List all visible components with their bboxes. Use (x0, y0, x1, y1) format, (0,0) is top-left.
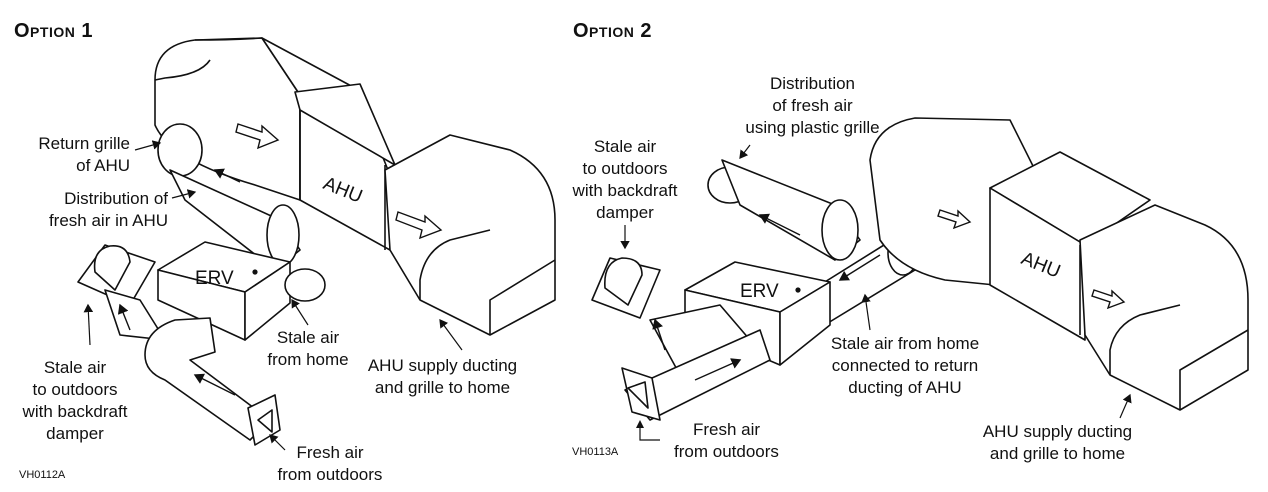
option1-damper-hood (77, 244, 166, 341)
callout-line: from home (267, 350, 349, 369)
option1-ahu-airflow-arrow (235, 123, 280, 150)
option1-ahu-airflow-arrow (395, 211, 443, 240)
callout-line: Return grille (38, 134, 130, 153)
option1-erv-box (157, 241, 326, 341)
option2-grille-duct (707, 159, 861, 261)
option1-leader-stale-outdoors (83, 303, 94, 346)
callout-line: of AHU (76, 156, 130, 175)
callout-line: Stale air (593, 137, 657, 156)
option2-flow-arrow (694, 358, 742, 381)
option2-heading: Option 2 (573, 20, 653, 42)
callout-line: to outdoors (32, 380, 118, 399)
option1-callout-supply: AHU supply ducting and grille to home (350, 355, 535, 399)
option2-callout-supply: AHU supply ducting and grille to home (965, 421, 1150, 465)
option2-leader-distribution (739, 144, 751, 159)
callout-line: with backdraft (22, 402, 128, 421)
option2-callout-stale-home: Stale air from home connected to return … (815, 333, 995, 399)
callout-line: of fresh air (772, 96, 853, 115)
option1-callout-fresh-air: Fresh air from outdoors (265, 442, 395, 486)
option1-erv-label: ERV (195, 268, 234, 289)
option2-erv-label: ERV (740, 281, 779, 302)
option1-callout-return-grille: Return grille of AHU (30, 133, 130, 177)
callout-line: AHU supply ducting (367, 356, 518, 375)
option2-flow-arrow (652, 318, 666, 351)
option1-return-grille-duct (157, 123, 301, 271)
option2-ahu-airflow-arrow (937, 209, 972, 230)
option2-callout-fresh-air: Fresh air from outdoors (664, 419, 789, 463)
callout-line: and grille to home (374, 378, 511, 397)
option2-damper-hood (591, 257, 661, 319)
option1-figure-code: VH0112A (19, 469, 66, 481)
callout-line: fresh air in AHU (48, 211, 168, 230)
callout-line: Stale air from home (830, 334, 980, 353)
option1-ahu-supply-duct (384, 134, 556, 336)
callout-line: and grille to home (989, 444, 1126, 463)
callout-line: Fresh air (296, 443, 364, 462)
option2-fresh-air-duct (621, 304, 771, 421)
option1-leader-return-grille (134, 140, 162, 151)
callout-line: using plastic grille (745, 118, 880, 137)
option1-callout-stale-home: Stale air from home (253, 327, 363, 371)
option2-callout-distribution: Distribution of fresh air using plastic … (735, 73, 890, 139)
option1-fresh-air-duct (144, 317, 281, 446)
option2-figure-code: VH0113A (572, 446, 619, 458)
callout-line: damper (596, 203, 654, 222)
option2-callout-stale-outdoors: Stale air to outdoors with backdraft dam… (565, 136, 685, 224)
callout-line: Fresh air (692, 420, 761, 439)
callout-line: connected to return (831, 356, 979, 375)
option2-leader-fresh-air (639, 425, 660, 441)
option1-flow-arrow (193, 373, 236, 396)
option2-flow-arrow (758, 213, 801, 236)
callout-line: ducting of AHU (848, 378, 962, 397)
option2-ahu-airflow-arrow (1091, 289, 1126, 310)
option1-heading: Option 1 (14, 20, 94, 42)
callout-line: Distribution (769, 74, 856, 93)
callout-line: Stale air (276, 328, 340, 347)
callout-line: with backdraft (572, 181, 678, 200)
option2-leader-stale-home (861, 293, 871, 331)
option2-ahu-supply-duct (1079, 204, 1249, 411)
option1-leader-fresh-air (269, 434, 286, 451)
callout-line: damper (46, 424, 104, 443)
callout-line: from outdoors (277, 465, 383, 484)
callout-line: to outdoors (582, 159, 668, 178)
option1-callout-stale-outdoors: Stale air to outdoors with backdraft dam… (10, 357, 140, 445)
option1-leader-supply (439, 319, 463, 351)
callout-line: Stale air (43, 358, 107, 377)
callout-line: AHU supply ducting (982, 422, 1133, 441)
option1-flow-arrow (213, 168, 241, 183)
option2-ahu-cabinet (989, 151, 1151, 341)
option1-leader-distribution (171, 189, 197, 199)
option2-flow-arrow (838, 254, 881, 281)
option1-leader-stale-home (291, 298, 309, 326)
callout-line: Distribution of (64, 189, 168, 208)
option1-flow-arrow (117, 303, 131, 331)
option2-leader-supply (1119, 393, 1132, 419)
callout-line: from outdoors (674, 442, 779, 461)
option1-callout-distribution: Distribution of fresh air in AHU (42, 188, 168, 232)
